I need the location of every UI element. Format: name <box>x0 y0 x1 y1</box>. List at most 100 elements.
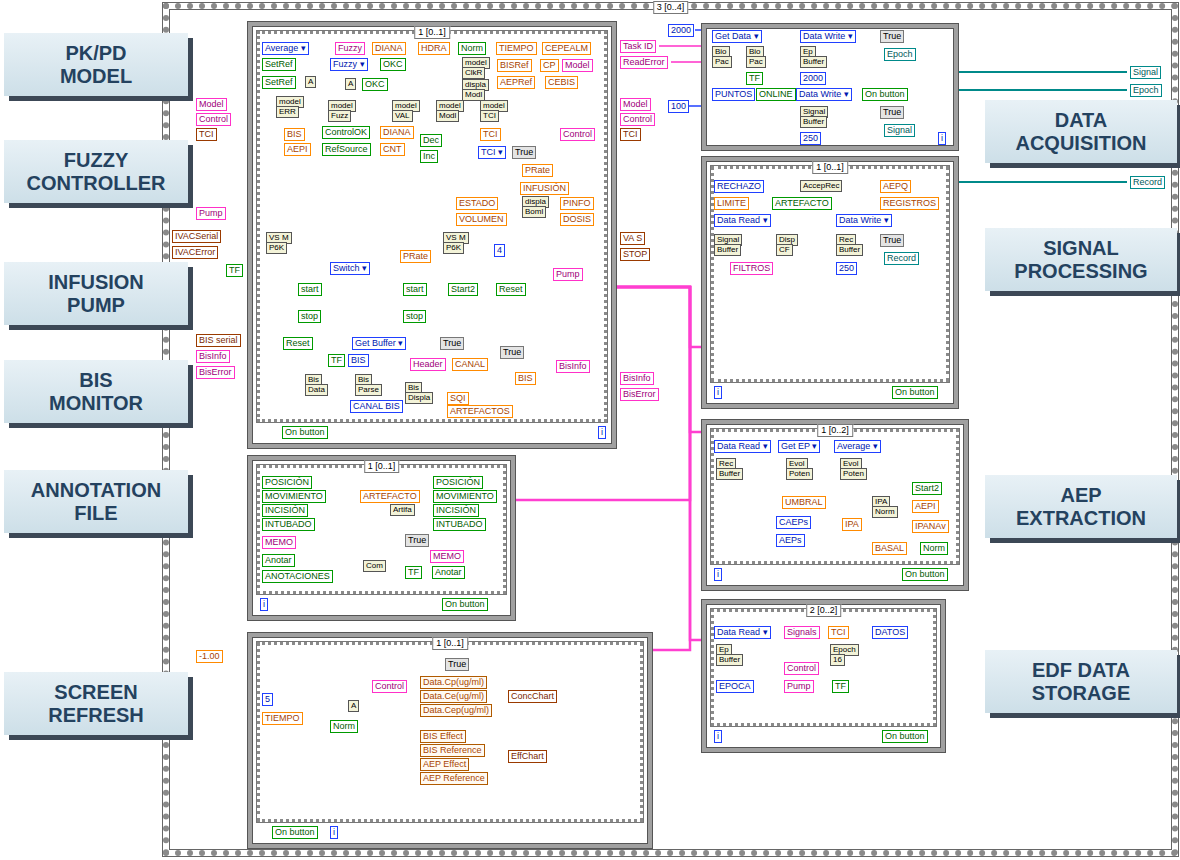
boolean-terminal: ONLINE <box>756 88 796 101</box>
numeric-terminal: CANAL <box>452 358 488 371</box>
signal-terminal: Signal <box>1130 66 1161 79</box>
boolean-terminal: RefSource <box>322 143 371 156</box>
cluster-terminal: IVACSerial <box>172 230 221 243</box>
callout-text: AEP EXTRACTION <box>1016 484 1146 529</box>
subvi-icon-text: Pac <box>746 56 766 68</box>
string-wire <box>671 61 702 63</box>
string-terminal: BisInfo <box>196 350 230 363</box>
enum-constant: Get EP ▾ <box>778 440 820 453</box>
subvi-icon-text: A <box>305 76 316 88</box>
numeric-terminal: -1.00 <box>196 650 223 663</box>
sequence-selector-label: 1 [0..1] <box>812 161 848 174</box>
numeric-terminal: BIS <box>515 372 536 385</box>
string-terminal: Signals <box>784 626 820 639</box>
numeric-wire <box>695 29 702 31</box>
signal-terminal: Epoch <box>1130 84 1162 97</box>
callout-text: SIGNAL PROCESSING <box>1014 237 1147 282</box>
subvi-icon-text: Poten <box>786 468 813 480</box>
boolean-terminal: POSICIÓN <box>262 476 312 489</box>
cluster-terminal: STOP <box>620 248 650 261</box>
cluster-terminal: TCI <box>620 128 641 141</box>
callout-text: FUZZY CONTROLLER <box>27 149 166 194</box>
enum-constant: Data Read ▾ <box>714 440 771 453</box>
string-terminal: Pump <box>553 268 583 281</box>
signal-terminal: Record <box>1130 176 1165 189</box>
subvi-icon-text: Buffer <box>800 56 827 68</box>
boolean-terminal: ARTEFACTO <box>772 197 832 210</box>
enum-constant: Data Write ▾ <box>800 30 856 43</box>
enum-constant: Data Write ▾ <box>836 214 892 227</box>
callout-box: AEP EXTRACTION <box>985 475 1177 538</box>
subvi-icon-text: TCI <box>480 110 499 122</box>
stop-button-terminal: On button <box>902 568 948 581</box>
subvi-icon-text: Pac <box>712 56 732 68</box>
numeric-terminal: DOSIS <box>560 213 594 226</box>
boolean-terminal: INCISIÓN <box>262 504 308 517</box>
boolean-terminal: stop <box>403 310 426 323</box>
enum-constant: CANAL BIS <box>350 400 403 413</box>
boolean-terminal: TF <box>832 680 849 693</box>
numeric-terminal: IPANAv <box>912 520 949 533</box>
data-wire <box>616 287 690 650</box>
boolean-terminal: TF <box>226 264 243 277</box>
cluster-terminal: EffChart <box>508 750 547 763</box>
cluster-terminal: IVACError <box>172 246 218 259</box>
enum-constant: BIS <box>348 354 369 367</box>
unbundle-element: Data.Cp(ug/ml) <box>420 676 487 689</box>
string-terminal: Task ID <box>620 40 656 53</box>
stop-button-terminal: On button <box>892 386 938 399</box>
numeric-terminal: ARTEFACTO <box>360 490 420 503</box>
callout-box: PK/PD MODEL <box>4 33 188 96</box>
signal-terminal: Record <box>884 252 919 265</box>
boolean-terminal: Norm <box>920 542 948 555</box>
unbundle-element: Data.Cep(ug/ml) <box>420 704 492 717</box>
boolean-terminal: Dec <box>420 134 442 147</box>
subvi-icon-text: AccepRec <box>800 180 842 192</box>
callout-text: EDF DATA STORAGE <box>1022 659 1140 704</box>
numeric-terminal: REGISTROS <box>880 197 939 210</box>
case-selector: True <box>512 146 536 159</box>
subvi-icon-text: ERR <box>276 106 299 118</box>
iteration-terminal: i <box>260 598 268 611</box>
enum-constant: Fuzzy ▾ <box>330 58 368 71</box>
string-terminal: Fuzzy <box>335 42 365 55</box>
string-terminal: Pump <box>196 207 226 220</box>
subvi-icon-text: Boml <box>522 206 546 218</box>
case-selector: True <box>880 106 904 119</box>
numeric-terminal: ARTEFACTOS <box>447 405 513 418</box>
stop-button-terminal: On button <box>862 88 908 101</box>
string-terminal: Control <box>784 662 819 675</box>
numeric-terminal: CP <box>540 59 559 72</box>
subvi-icon-text: Modl <box>436 110 459 122</box>
boolean-terminal: TF <box>328 354 345 367</box>
string-terminal: FILTROS <box>730 262 773 275</box>
data-wire <box>515 287 690 500</box>
enum-constant: TCI ▾ <box>478 146 506 159</box>
numeric-terminal: BIS <box>284 128 305 141</box>
numeric-terminal: CEPEALM <box>542 42 591 55</box>
enum-constant: AEPs <box>776 534 805 547</box>
stop-button-terminal: On button <box>272 826 318 839</box>
unbundle-element: BIS Reference <box>420 744 485 757</box>
numeric-terminal: PINFO <box>560 197 594 210</box>
subvi-icon-text: A <box>348 700 359 712</box>
boolean-terminal: Inc <box>420 150 438 163</box>
numeric-terminal: TIEMPO <box>496 42 537 55</box>
numeric-terminal: IPA <box>842 518 862 531</box>
subvi-icon-text: Parse <box>355 384 382 396</box>
subvi-icon-text: ClkR <box>462 67 485 79</box>
numeric-terminal: SQI <box>447 392 469 405</box>
iteration-terminal: i <box>938 132 946 145</box>
callout-text: BIS MONITOR <box>49 369 143 414</box>
numeric-terminal: TCI <box>828 626 849 639</box>
boolean-terminal: ANOTACIONES <box>262 570 333 583</box>
boolean-terminal: TF <box>746 72 763 85</box>
cluster-terminal: TCI <box>196 128 217 141</box>
enum-constant: Data Read ▾ <box>714 626 771 639</box>
enum-constant: PUNTOS <box>712 88 755 101</box>
numeric-terminal: UMBRAL <box>782 496 826 509</box>
subvi-icon-text: VAL <box>392 110 413 122</box>
subvi-icon-text: Buffer <box>836 244 863 256</box>
enum-constant: Get Data ▾ <box>712 30 762 43</box>
boolean-terminal: Anotar <box>262 554 295 567</box>
